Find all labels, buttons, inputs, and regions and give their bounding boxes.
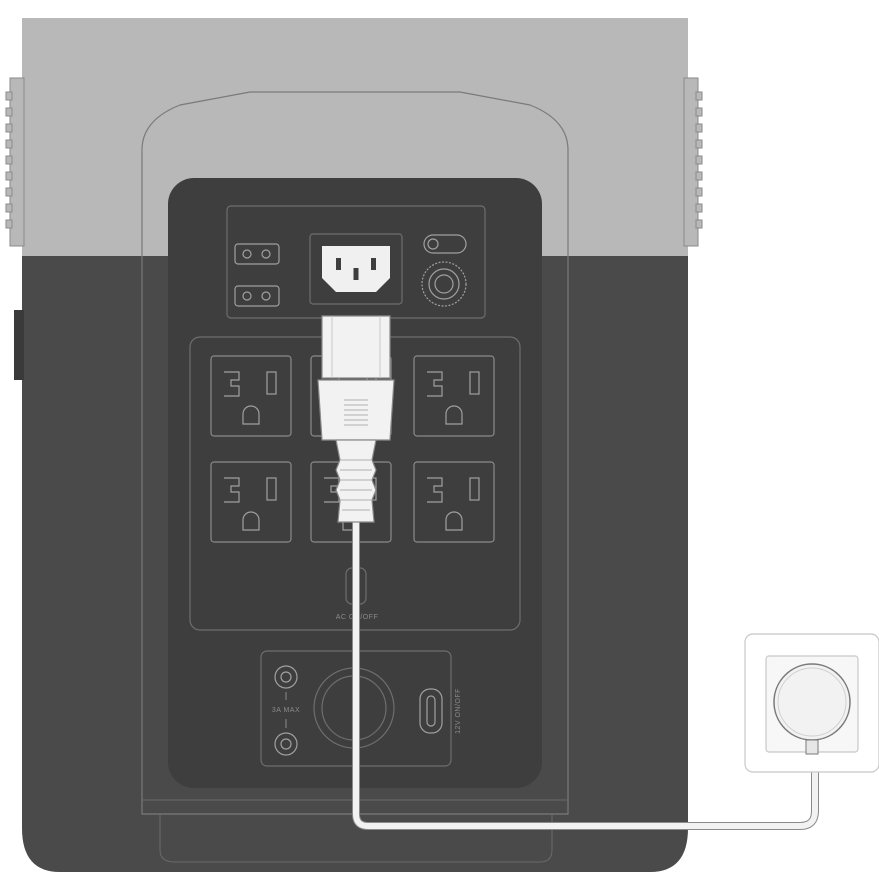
iec-c14-inlet-icon [309, 233, 403, 305]
side-tab [14, 310, 24, 380]
outlet-6 [413, 461, 495, 543]
outlet-4 [210, 461, 292, 543]
usb-current-label: 3A MAX [272, 707, 300, 714]
charge-port-bottom [234, 285, 280, 307]
dc-switch-label: 12V ON/OFF [455, 688, 462, 734]
left-grip [5, 77, 25, 247]
dc-port-bottom [274, 732, 298, 756]
rear-frame-outline [141, 91, 569, 815]
outlet-1 [210, 355, 292, 437]
base-outline [159, 814, 553, 863]
outlet-3 [413, 355, 495, 437]
breaker-knob-icon [421, 261, 467, 307]
wall-socket-icon [744, 633, 879, 773]
dc-switch-icon [419, 688, 443, 734]
input-module [226, 205, 486, 319]
dc-port-top [274, 665, 298, 689]
power-cable [317, 315, 819, 830]
charge-port-top [234, 243, 280, 265]
right-grip [683, 77, 703, 247]
toggle-switch-icon [423, 234, 467, 254]
iec-plug-icon [317, 315, 395, 523]
